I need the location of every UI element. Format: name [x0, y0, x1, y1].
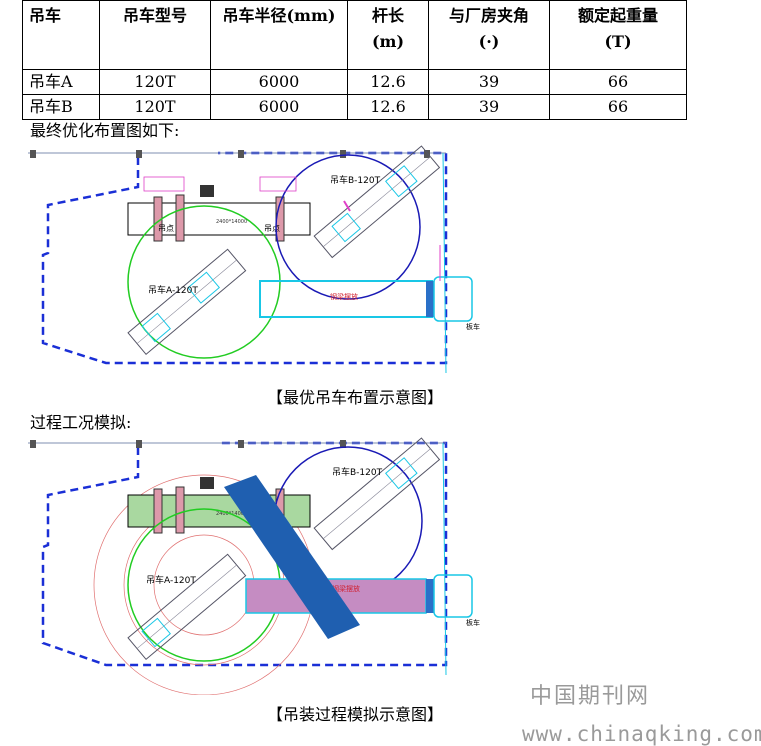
caption-optimal-layout: 【最优吊车布置示意图】: [266, 388, 443, 407]
truck-label: 板车: [466, 618, 480, 627]
table-cell: 吊车A: [22, 69, 100, 95]
table-cell: 120T: [99, 94, 211, 120]
lift-point-label: 吊点: [264, 224, 280, 233]
table-cell: 39: [428, 94, 550, 120]
table-row: 吊车A 120T 6000 12.6 39 66: [22, 69, 687, 95]
beam-rect: [127, 202, 311, 236]
table-cell: 吊车B: [22, 94, 100, 120]
truck-label: 板车: [466, 322, 480, 331]
table-cell: 12.6: [347, 69, 429, 95]
crane-a-label: 吊车A-120T: [146, 574, 196, 586]
building-boundary: [41, 151, 448, 365]
table-cell: 12.6: [347, 94, 429, 120]
crane-b-label: 吊车B-120T: [332, 466, 383, 478]
watermark-cn: 中国期刊网: [530, 684, 651, 709]
beam-placement-label: 钢梁摆放: [332, 584, 360, 593]
beam-placement-label: 钢梁摆放: [330, 292, 358, 301]
section-title-simulation: 过程工况模拟:: [30, 413, 132, 432]
table-cell: 66: [549, 69, 687, 95]
table-row: 吊车B 120T 6000 12.6 39 66: [22, 94, 687, 120]
table-cell: 6000: [210, 69, 348, 95]
table-cell: 6000: [210, 94, 348, 120]
dims-label: 2400*14000: [216, 219, 247, 225]
col-header-boom-length: 杆长(m): [347, 0, 429, 70]
crane-a-radius-circle: [127, 205, 281, 359]
crane-a-label: 吊车A-120T: [148, 284, 198, 296]
table-cell: 66: [549, 94, 687, 120]
table-cell: 39: [428, 69, 550, 95]
crane-a-body: [127, 553, 247, 660]
lift-point-label: 吊点: [158, 224, 174, 233]
lifted-beam: [224, 475, 360, 639]
col-header-model: 吊车型号: [99, 0, 211, 70]
col-header-angle: 与厂房夹角(·): [428, 0, 550, 70]
crane-b-body: [313, 145, 441, 259]
crane-b-radius-circle: [275, 154, 421, 300]
intro-line: 最终优化布置图如下:: [30, 121, 180, 140]
table-header-row: 吊车 吊车型号 吊车半径(mm) 杆长(m) 与厂房夹角(·) 额定起重量(T): [22, 0, 687, 70]
building-boundary: [41, 441, 448, 667]
col-header-capacity: 额定起重量(T): [549, 0, 687, 70]
table-cell: 120T: [99, 69, 211, 95]
caption-simulation: 【吊装过程模拟示意图】: [266, 705, 443, 724]
crane-b-label: 吊车B-120T: [330, 174, 381, 186]
crane-spec-table: 吊车 吊车型号 吊车半径(mm) 杆长(m) 与厂房夹角(·) 额定起重量(T)…: [22, 0, 687, 120]
watermark-url: www.chinaqking.com: [522, 722, 761, 746]
simulation-diagram: 2400*14000 钢梁摆放 吊车A-120T 吊车B-120T 板车: [28, 437, 480, 695]
col-header-radius: 吊车半径(mm): [210, 0, 348, 70]
crane-b-body: [313, 437, 441, 551]
col-header-crane: 吊车: [22, 0, 100, 70]
crane-a-body: [127, 248, 247, 355]
optimal-layout-diagram: 2400*14000 吊点 吊点 吊车A-120T 吊车B-120T 钢梁摆放 …: [28, 145, 480, 374]
